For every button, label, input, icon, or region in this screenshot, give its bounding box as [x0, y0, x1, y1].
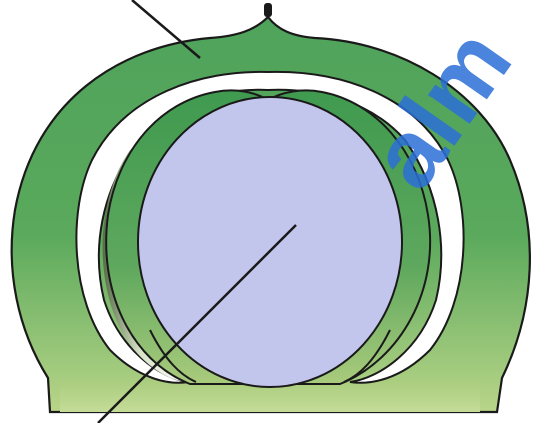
funicle-tip: [264, 3, 272, 17]
